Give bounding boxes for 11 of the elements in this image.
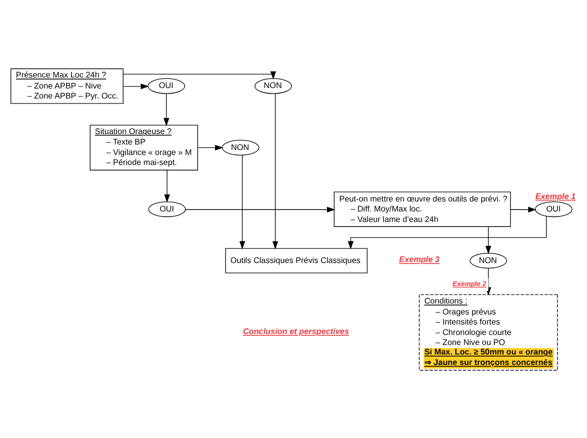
arrow: [272, 92, 278, 249]
arrow: [239, 154, 246, 249]
arrow: [348, 216, 547, 249]
arrow: [198, 144, 224, 150]
arrow: [123, 83, 149, 89]
arrow: [164, 92, 170, 126]
arrow: [486, 226, 492, 254]
arrow: [185, 206, 336, 212]
arrow: [123, 70, 276, 79]
arrow: [510, 206, 536, 212]
arrow: [164, 169, 170, 202]
